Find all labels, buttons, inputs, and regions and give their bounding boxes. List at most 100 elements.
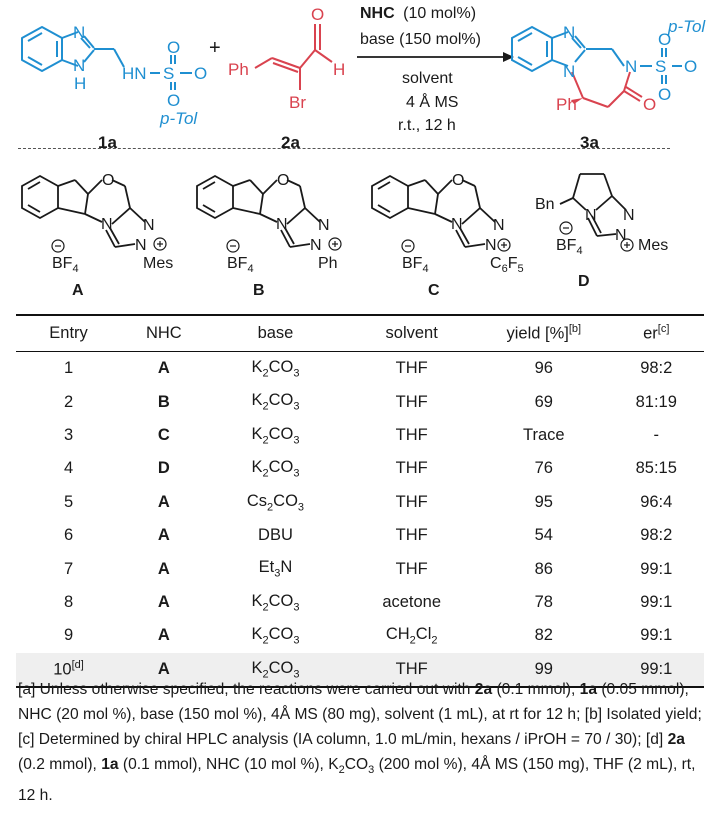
header-entry: Entry — [49, 324, 88, 342]
cell-er: 81:19 — [635, 392, 677, 411]
formula-part: acetone — [382, 592, 442, 611]
product-atom-n1: N — [563, 23, 575, 42]
formula-subscript: 2 — [262, 667, 269, 680]
cell-yield: 69 — [534, 392, 553, 411]
fn-a-1a: 1a — [579, 681, 597, 698]
cell-nhc: A — [157, 659, 170, 678]
cell-yield: Trace — [522, 425, 565, 444]
atom-ph: Ph — [228, 60, 249, 79]
cell-entry: 8 — [16, 586, 121, 619]
cat-d-anion-charge — [559, 221, 573, 235]
formula-subscript: 3 — [274, 567, 281, 580]
atom-br: Br — [289, 93, 306, 112]
cell-solvent: CH2Cl2 — [344, 619, 479, 652]
cell-entry: 5 — [16, 486, 121, 519]
cat-b-substituent: Ph — [318, 255, 338, 272]
cat-c-atom-o: O — [452, 172, 464, 189]
entry-number: 6 — [63, 526, 74, 545]
formula-subscript: 3 — [293, 434, 300, 447]
cell-entry: 3 — [16, 419, 121, 452]
fn-d-4: (200 mol %), 4Å MS (150 mg), THF (2 mL),… — [18, 756, 696, 805]
fn-a-2a: 2a — [474, 681, 493, 698]
cat-d-anion-text: BF — [556, 237, 577, 254]
formula-subscript: 3 — [293, 667, 300, 680]
cat-a-atom-n2: N — [143, 217, 155, 234]
atom-h-ald: H — [333, 60, 345, 79]
condition-nhc-name: NHC — [360, 5, 395, 22]
cat-d-anion: BF4 — [556, 237, 583, 257]
formula-subscript: 3 — [293, 367, 300, 380]
cell-entry: 10[d] — [16, 653, 121, 687]
reactant-1a-label: 1a — [98, 133, 117, 152]
condition-ms: 4 Å MS — [406, 92, 458, 111]
product-atom-s: S — [655, 57, 666, 76]
cat-d-group: Bn — [535, 196, 555, 213]
cat-a-anion-text: BF — [52, 255, 73, 272]
cat-b-atom-n3: N — [310, 237, 322, 254]
product-atom-o-bottom: O — [658, 85, 671, 104]
cat-c-sub-5: 5 — [517, 263, 523, 275]
cat-a-atom-o: O — [102, 172, 114, 189]
entry-number: 7 — [63, 559, 74, 578]
reactant-1a-structure — [21, 26, 192, 90]
cell-base: DBU — [207, 519, 345, 552]
formula-subscript: 2 — [262, 367, 269, 380]
atom-o-ald: O — [311, 5, 324, 24]
cell-solvent: THF — [344, 552, 479, 585]
formula-part: CO — [268, 591, 294, 610]
condition-solvent: solvent — [402, 70, 453, 87]
cat-d-atom-n1: N — [585, 207, 597, 224]
cell-solvent: THF — [344, 486, 479, 519]
fn-a-1: [a] Unless otherwise specified, the reac… — [18, 681, 475, 698]
cell-nhc: D — [157, 459, 170, 478]
formula-part: K — [251, 658, 263, 677]
cell-base: K2CO3 — [207, 653, 345, 687]
cell-nhc: A — [157, 492, 170, 511]
entry-number: 10 — [53, 660, 72, 679]
cell-base: K2CO3 — [207, 419, 345, 452]
product-atom-o-top: O — [658, 30, 671, 49]
formula-part: Cl — [415, 625, 432, 644]
cell-er: - — [653, 425, 660, 444]
cat-a-anion-charge — [51, 239, 65, 253]
cat-b-label: B — [253, 282, 265, 299]
atom-nh: N — [73, 56, 85, 75]
cell-yield: 82 — [534, 626, 553, 645]
formula-part: THF — [395, 392, 428, 411]
formula-part: CO — [268, 625, 294, 644]
formula-part: DBU — [258, 526, 293, 545]
formula-subscript: 3 — [297, 500, 305, 513]
table-header-row: Entry NHC base solvent yield [%][b] er[c… — [16, 315, 704, 352]
cat-c-anion-sub: 4 — [422, 263, 428, 275]
formula-part: K — [251, 458, 263, 477]
entry-number: 1 — [63, 359, 74, 378]
condition-nhc-amount: (10 mol%) — [403, 5, 476, 22]
reactant-2a-label: 2a — [281, 133, 300, 152]
condition-base: base (150 mol%) — [360, 31, 481, 48]
cell-yield: 76 — [534, 459, 553, 478]
cell-entry: 7 — [16, 552, 121, 585]
condition-nhc: NHC (10 mol%) — [360, 5, 476, 22]
cell-solvent: acetone — [344, 586, 479, 619]
catalyst-b-structure — [196, 174, 321, 248]
cell-solvent: THF — [344, 352, 479, 386]
cell-solvent: THF — [344, 385, 479, 418]
formula-subscript: 3 — [293, 601, 300, 614]
cat-c-substituent: C6F5 — [490, 255, 524, 275]
formula-part: CO — [268, 391, 294, 410]
formula-part: K — [251, 391, 263, 410]
plus-sign: + — [209, 37, 221, 59]
product-3a-structure — [511, 25, 682, 108]
cat-c-atom-n3: N — [485, 237, 497, 254]
product-atom-n2: N — [563, 62, 575, 81]
cat-b-anion-text: BF — [227, 255, 248, 272]
cell-yield: 96 — [534, 359, 553, 378]
cell-base: K2CO3 — [207, 352, 345, 386]
formula-part: K — [251, 358, 263, 377]
formula-part: THF — [395, 459, 428, 478]
